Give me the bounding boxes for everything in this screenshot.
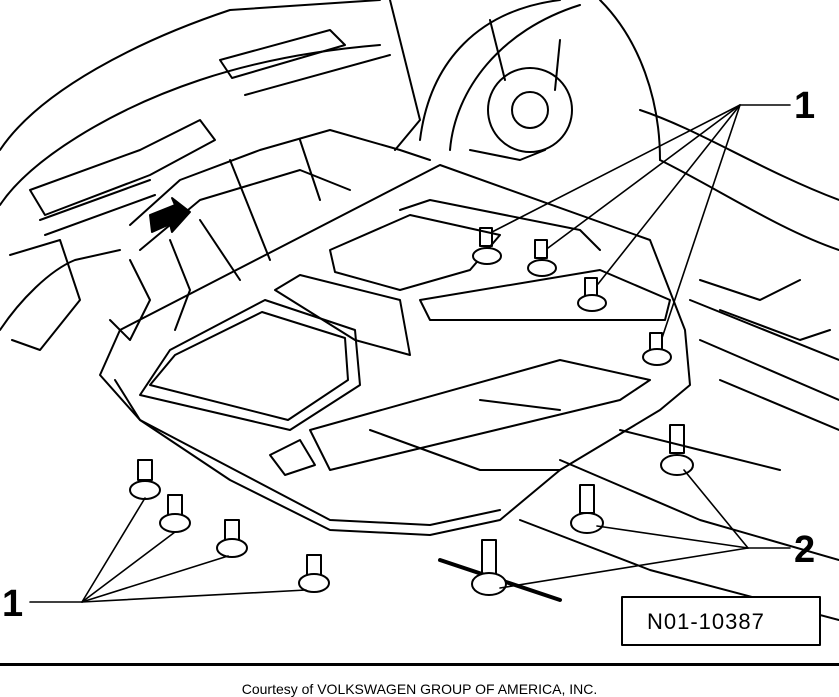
front-bumper-outline: [0, 0, 421, 351]
callout-2-leaders: [499, 469, 791, 589]
bolt: [660, 424, 694, 476]
engine-underside: [109, 129, 431, 341]
callout-2-label: 2: [794, 529, 815, 571]
noise-insulation-tray: [99, 164, 691, 536]
lower-right-bolts: [471, 424, 694, 596]
bolt: [472, 227, 502, 265]
upper-bolts: [472, 227, 672, 366]
bolt: [129, 459, 161, 500]
floor-pan: [438, 279, 839, 621]
bolt: [527, 239, 557, 277]
bolt: [577, 277, 607, 312]
bolt: [471, 539, 507, 596]
callout-1-top-label: 1: [794, 85, 815, 127]
courtesy-credit: Courtesy of VOLKSWAGEN GROUP OF AMERICA,…: [241, 682, 598, 697]
bolt: [216, 519, 248, 558]
callout-1-bottom-label: 1: [2, 583, 23, 625]
wheel-housing: [419, 0, 839, 251]
footer-rule: [0, 663, 839, 666]
bolt: [642, 332, 672, 366]
bolt: [570, 484, 604, 534]
direction-arrow: [149, 197, 191, 233]
figure-code-box: [621, 596, 821, 646]
callout-1-bottom-leaders: [29, 497, 307, 603]
bolt: [298, 554, 330, 593]
noise-insulation-tray-diagram: 1 1 2 N01-10387: [0, 0, 839, 646]
callout-1-top-leaders: [491, 104, 791, 339]
lower-left-bolts: [129, 459, 330, 593]
bolt: [159, 494, 191, 533]
figure-code: N01-10387: [647, 609, 765, 634]
